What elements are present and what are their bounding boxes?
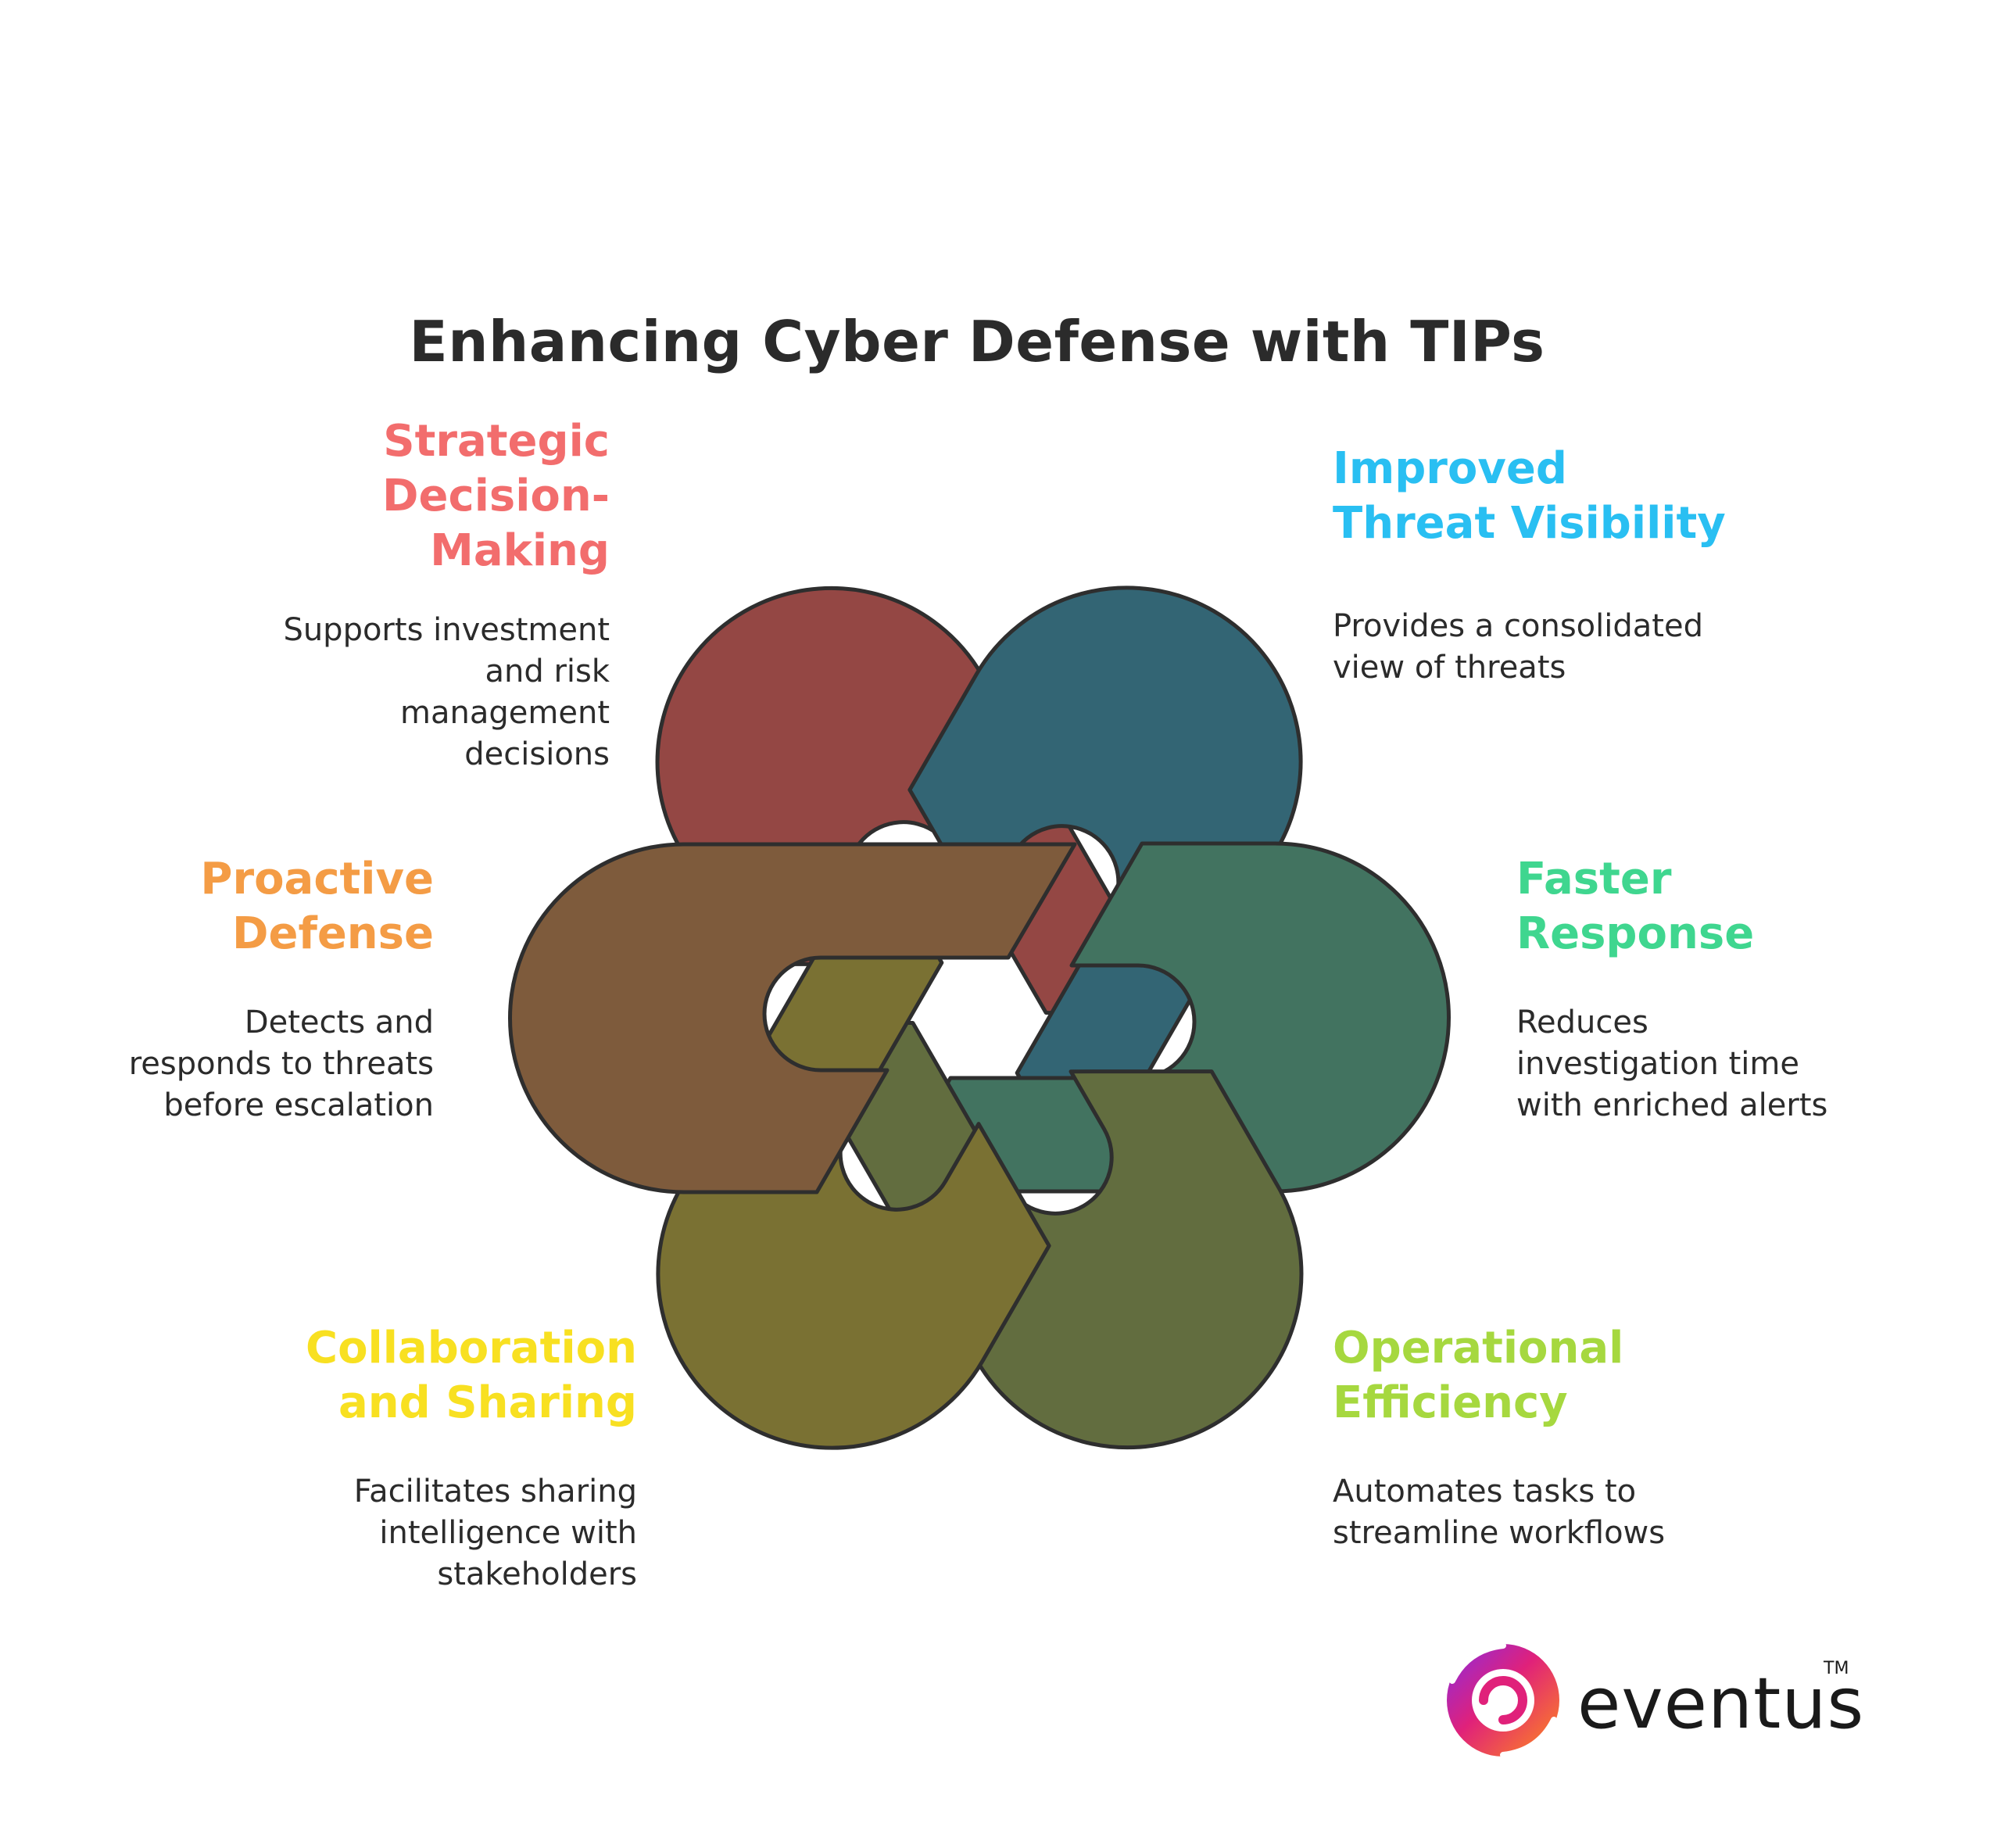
title-line: Decision-: [382, 471, 610, 521]
segment-visibility: [907, 586, 1303, 1190]
desc-line: Reduces: [1516, 1005, 1648, 1040]
desc-line: with enriched alerts: [1516, 1087, 1828, 1123]
title-line: Response: [1516, 908, 1755, 959]
item-title: Improved Threat Visibility: [1333, 442, 1880, 551]
item-title: Strategic Decision- Making: [156, 414, 610, 578]
item-description: Reduces investigation time with enriched…: [1516, 1002, 1985, 1126]
brand-logo: eventus TM: [1437, 1634, 1863, 1767]
desc-line: investigation time: [1516, 1046, 1799, 1082]
item-title: Proactive Defense: [47, 852, 434, 962]
brand-swirl-icon: [1447, 1642, 1559, 1758]
item-improved-threat-visibility: Improved Threat Visibility Provides a co…: [1333, 442, 1880, 689]
title-line: Threat Visibility: [1333, 498, 1726, 549]
desc-line: Detects and: [244, 1005, 434, 1040]
segment-proactive: [508, 842, 1077, 1194]
item-title: Collaboration and Sharing: [188, 1321, 637, 1431]
title-line: Operational: [1333, 1323, 1624, 1373]
item-title: Faster Response: [1516, 852, 1985, 962]
item-description: Automates tasks to streamline workflows: [1333, 1471, 1802, 1554]
desc-line: before escalation: [163, 1087, 434, 1123]
desc-line: stakeholders: [437, 1556, 637, 1592]
item-strategic-decision-making: Strategic Decision- Making Supports inve…: [156, 414, 610, 775]
trademark-mark: TM: [1824, 1659, 1849, 1678]
desc-line: Facilitates sharing: [353, 1474, 637, 1510]
title-line: Improved: [1333, 443, 1567, 494]
desc-line: management: [400, 695, 610, 731]
item-faster-response: Faster Response Reduces investigation ti…: [1516, 852, 1985, 1126]
title-line: Collaboration: [305, 1323, 637, 1373]
title-line: Making: [430, 525, 610, 576]
item-title: Operational Efficiency: [1333, 1321, 1802, 1431]
item-description: Facilitates sharing intelligence with st…: [188, 1471, 637, 1596]
desc-line: Supports investment: [283, 612, 610, 648]
title-line: Defense: [232, 908, 434, 959]
segment-faster: [882, 841, 1451, 1194]
desc-line: Automates tasks to: [1333, 1474, 1637, 1510]
title-line: Proactive: [200, 854, 434, 904]
item-description: Detects and responds to threats before e…: [47, 1002, 434, 1126]
item-proactive-defense: Proactive Defense Detects and responds t…: [47, 852, 434, 1126]
desc-line: Provides a consolidated: [1333, 608, 1703, 644]
item-description: Provides a consolidated view of threats: [1333, 606, 1880, 689]
brand-name: eventus: [1577, 1663, 1865, 1745]
item-operational-efficiency: Operational Efficiency Automates tasks t…: [1333, 1321, 1802, 1554]
desc-line: view of threats: [1333, 650, 1566, 686]
desc-line: decisions: [464, 736, 610, 772]
segment-collab: [656, 846, 1051, 1450]
item-description: Supports investment and risk management …: [156, 610, 610, 775]
desc-line: and risk: [485, 654, 610, 689]
desc-line: intelligence with: [379, 1515, 637, 1551]
item-collaboration-and-sharing: Collaboration and Sharing Facilitates sh…: [188, 1321, 637, 1596]
title-line: and Sharing: [338, 1377, 637, 1428]
desc-line: streamline workflows: [1333, 1515, 1666, 1551]
desc-line: responds to threats: [128, 1046, 434, 1082]
title-line: Strategic: [383, 416, 610, 467]
page-title: Enhancing Cyber Defense with TIPs: [409, 309, 1545, 374]
title-line: Faster: [1516, 854, 1672, 904]
title-line: Efficiency: [1333, 1377, 1568, 1428]
